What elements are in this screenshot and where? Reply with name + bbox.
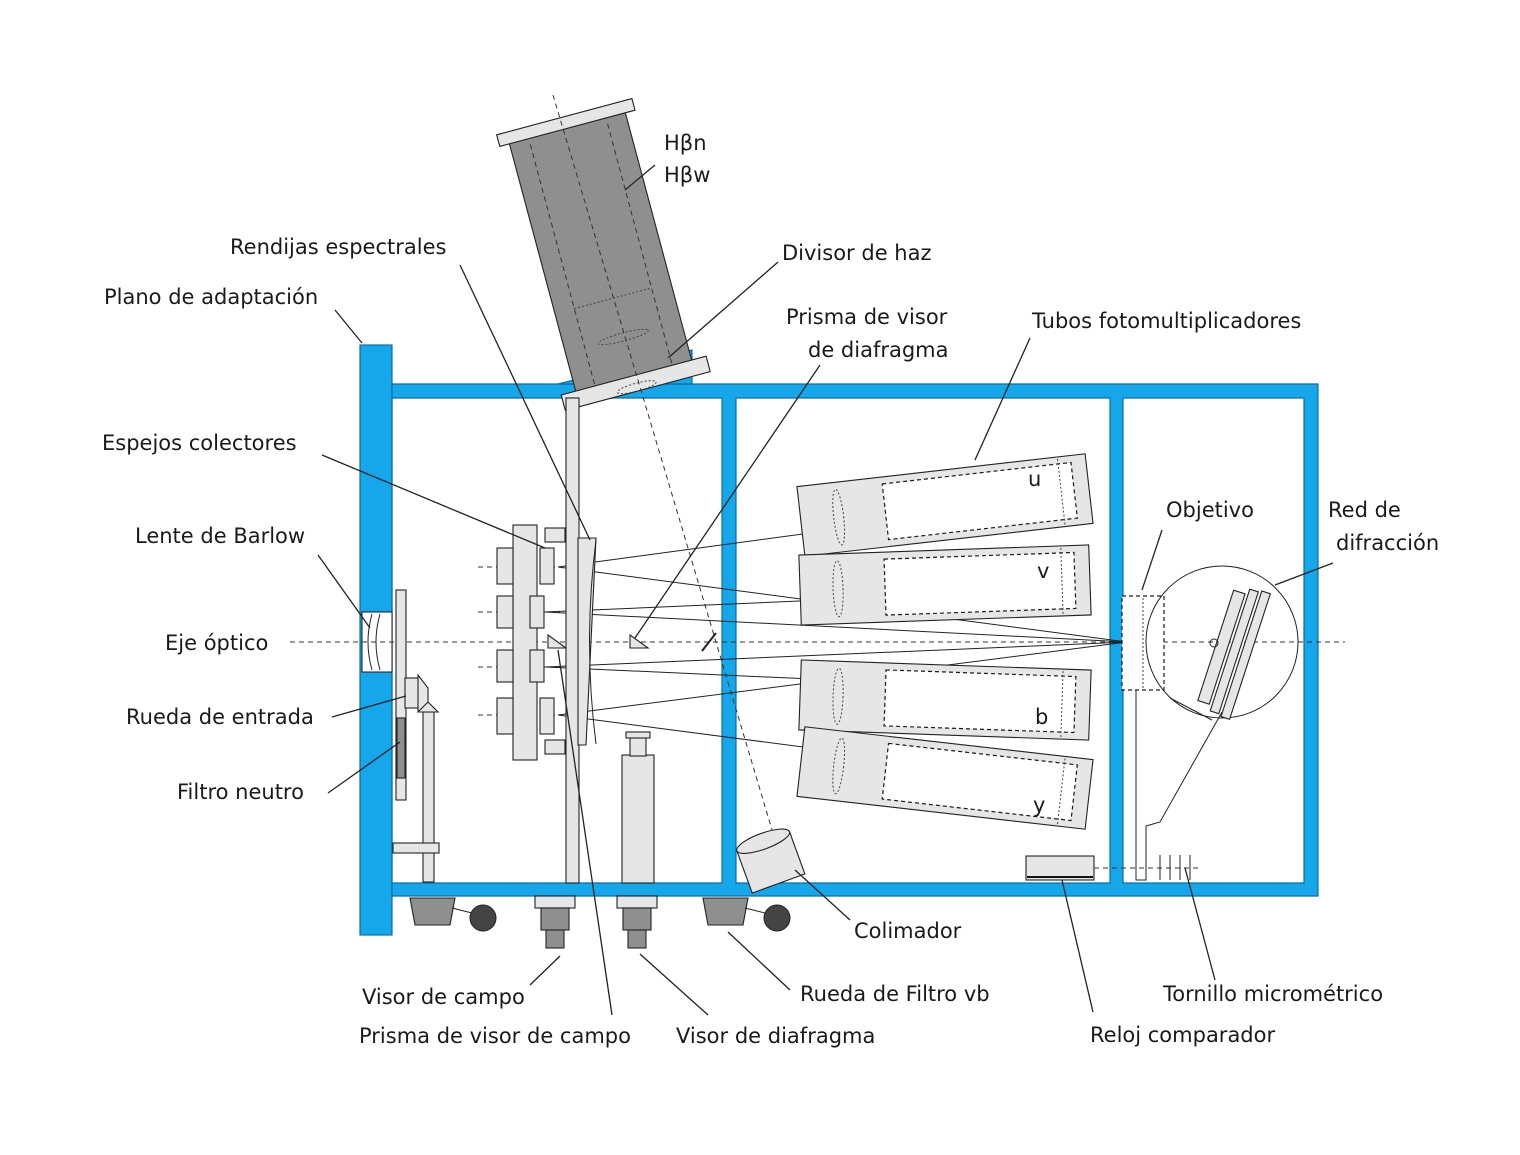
- filter-wheel-vb-knob: [702, 897, 791, 932]
- label-filtro-neutro: Filtro neutro: [177, 780, 304, 804]
- micrometer-screw: [1159, 855, 1191, 880]
- tube-v-label: v: [1037, 559, 1049, 583]
- label-espejos-colectores: Espejos colectores: [102, 431, 297, 455]
- label-colimador: Colimador: [854, 919, 962, 943]
- label-visor-de-campo: Visor de campo: [362, 985, 525, 1009]
- slit-curve: [589, 539, 597, 745]
- label-plano-de-adaptacion: Plano de adaptación: [104, 285, 318, 309]
- diffraction-grating: [1197, 588, 1272, 720]
- diffraction-detail-circle: [1145, 565, 1299, 719]
- diaphragm-viewer-cap: [625, 731, 651, 739]
- diaphragm-viewer-prism: [629, 633, 650, 649]
- frame-outer: [391, 383, 1319, 897]
- wheel-post-base: [392, 842, 440, 854]
- label-prisma-de-visor-de-campo: Prisma de visor de campo: [359, 1024, 631, 1048]
- tube-b-label: b: [1035, 705, 1048, 729]
- pm-tube-b: [798, 659, 1092, 741]
- grating-pivot: [1209, 638, 1219, 648]
- label-rueda-de-filtro-vb: Rueda de Filtro vb: [800, 982, 990, 1006]
- label-rueda-de-entrada: Rueda de entrada: [126, 705, 314, 729]
- entrance-wheel-hub: [404, 677, 420, 709]
- label-prisma-visor-diafragma-1: Prisma de visor: [786, 305, 948, 329]
- neutral-filter: [396, 717, 406, 779]
- label-lente-de-barlow: Lente de Barlow: [135, 524, 305, 548]
- micrometer-arm-2: [1169, 697, 1213, 721]
- instrument-frame: [359, 344, 1319, 936]
- label-prisma-visor-diafragma-2: de diafragma: [808, 338, 949, 362]
- pm-tube-y: [796, 726, 1094, 830]
- label-eje-optico: Eje óptico: [165, 631, 268, 655]
- label-reloj-comparador: Reloj comparador: [1090, 1023, 1275, 1047]
- field-viewer-prism: [547, 633, 568, 649]
- entrance-wheel-knob: [409, 897, 497, 932]
- diaphragm-viewer-neck: [629, 735, 647, 757]
- slit-guide: [565, 397, 580, 884]
- collimator: [736, 828, 806, 894]
- label-hbeta-w: Hβw: [664, 163, 710, 187]
- collector-mirrors: [496, 527, 566, 755]
- pm-tube-v: [798, 544, 1092, 626]
- label-hbeta-n: Hβn: [664, 131, 707, 155]
- beam-splitter: [701, 632, 717, 652]
- label-tornillo-micrometrico: Tornillo micrométrico: [1162, 982, 1383, 1006]
- labels: Hβn Hβw Rendijas espectrales Divisor de …: [102, 131, 1439, 1048]
- diaphragm-viewer-eyepiece: [616, 895, 658, 949]
- leader-lines: [317, 164, 1334, 1016]
- label-divisor-de-haz: Divisor de haz: [782, 241, 932, 265]
- mirror-block: [512, 524, 538, 761]
- barlow-lens: [367, 613, 381, 671]
- label-red-de-difraccion-1: Red de: [1328, 498, 1401, 522]
- micrometer-arm: [1135, 690, 1223, 881]
- label-visor-de-diafragma: Visor de diafragma: [676, 1024, 875, 1048]
- label-tubos-fotomultiplicadores: Tubos fotomultiplicadores: [1031, 309, 1301, 333]
- wheel-post: [422, 711, 435, 883]
- tube-u-label: u: [1028, 467, 1041, 491]
- pm-tube-u: [796, 453, 1094, 557]
- hbeta-tube: [495, 97, 711, 412]
- beam-splitter-axis: [552, 94, 776, 841]
- tube-y-label: y: [1033, 793, 1045, 817]
- label-red-de-difraccion-2: difracción: [1336, 531, 1439, 555]
- field-viewer-eyepiece: [534, 895, 576, 949]
- label-rendijas-espectrales: Rendijas espectrales: [230, 235, 446, 259]
- diaphragm-viewer-tube: [621, 754, 655, 884]
- wheel-post-cap: [416, 701, 440, 713]
- label-objetivo: Objetivo: [1166, 498, 1254, 522]
